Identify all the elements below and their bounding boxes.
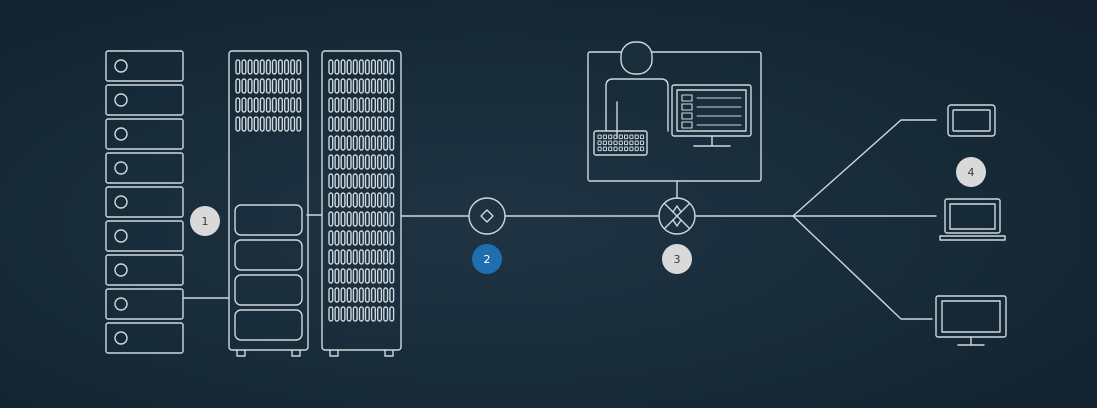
- server-rack-icon: [105, 50, 184, 354]
- tablet-icon: [947, 104, 996, 137]
- connection-lines: [183, 119, 937, 320]
- desktop-monitor-icon: [935, 295, 1007, 346]
- server-unit: [105, 84, 184, 116]
- storage-array-left: [228, 50, 309, 357]
- badge-label: 3: [674, 253, 681, 266]
- server-unit: [105, 220, 184, 252]
- badge-3: 3: [662, 244, 692, 274]
- storage-array-right: [321, 50, 402, 357]
- fanout-desktop-line: [792, 215, 933, 320]
- badge-2: 2: [472, 244, 502, 274]
- router-node-icon: [468, 197, 506, 235]
- server-unit: [105, 288, 184, 320]
- server-unit: [105, 254, 184, 286]
- badge-label: 1: [202, 215, 209, 228]
- server-unit: [105, 186, 184, 218]
- badge-label: 4: [968, 166, 975, 179]
- workstation-operator-icon: [587, 41, 762, 182]
- callout-badges: 1 2 3 4: [190, 157, 986, 274]
- badge-4: 4: [956, 157, 986, 187]
- fanout-tablet-line: [792, 119, 937, 217]
- badge-label: 2: [484, 253, 491, 266]
- badge-1: 1: [190, 206, 220, 236]
- server-unit: [105, 152, 184, 184]
- storage-array-icon: [228, 50, 402, 357]
- laptop-icon: [939, 198, 1006, 241]
- server-unit: [105, 50, 184, 82]
- server-unit: [105, 322, 184, 354]
- switch-node-icon: [658, 197, 696, 235]
- server-unit: [105, 118, 184, 150]
